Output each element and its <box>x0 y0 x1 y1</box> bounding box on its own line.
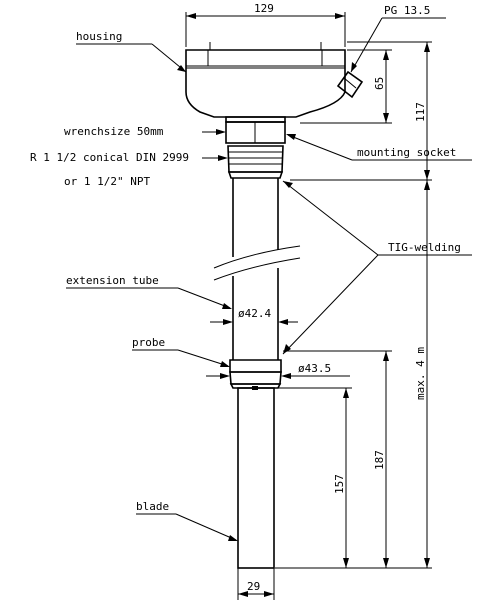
blade-shape <box>237 387 275 569</box>
dim-43-5-label: ø43.5 <box>298 362 331 375</box>
thread-label-line2: or 1 1/2" NPT <box>64 175 150 188</box>
wrench-callout: wrenchsize 50mm <box>64 125 226 138</box>
pg-label: PG 13.5 <box>384 4 430 17</box>
dim-42-4-label: ø42.4 <box>238 307 271 320</box>
dim-housing-height: 65 <box>300 49 392 124</box>
dim-65-label: 65 <box>373 77 386 90</box>
tig-welding-label: TIG-welding <box>388 241 461 254</box>
pg-callout: PG 13.5 <box>350 4 446 73</box>
dim-129-label: 129 <box>254 2 274 15</box>
dim-187-label: 187 <box>373 450 386 470</box>
dim-tube-diameter: ø42.4 <box>210 307 298 325</box>
extension-tube-shape <box>213 178 301 360</box>
blade-label: blade <box>136 500 169 513</box>
dim-max-length: max. 4 m <box>392 180 432 569</box>
thread-label-line1: R 1 1/2 conical DIN 2999 <box>30 151 189 164</box>
mounting-socket-shape <box>225 116 286 179</box>
housing-callout: housing <box>76 30 187 73</box>
probe-callout: probe <box>132 336 230 367</box>
extension-tube-callout: extension tube <box>66 274 232 309</box>
probe-shape <box>229 359 282 390</box>
mounting-socket-label: mounting socket <box>357 146 456 159</box>
blade-callout: blade <box>136 500 238 541</box>
housing-label: housing <box>76 30 122 43</box>
thread-callout: R 1 1/2 conical DIN 2999 or 1 1/2" NPT <box>30 151 228 188</box>
dim-blade-width: 29 <box>237 568 275 600</box>
dim-probe-diameter: ø43.5 <box>206 362 350 379</box>
cable-gland <box>336 70 364 99</box>
probe-label: probe <box>132 336 165 349</box>
dim-blade-length: 157 <box>275 387 352 569</box>
extension-tube-label: extension tube <box>66 274 159 287</box>
dim-29-label: 29 <box>247 580 260 593</box>
dim-to-socket: 117 <box>290 41 432 181</box>
housing-shape <box>185 42 346 118</box>
wrench-label: wrenchsize 50mm <box>64 125 164 138</box>
dim-housing-width: 129 <box>185 2 346 47</box>
tig-welding-callout: TIG-welding <box>282 180 472 355</box>
dim-probe-length: 187 <box>283 350 392 569</box>
dim-117-label: 117 <box>414 102 427 122</box>
mounting-socket-callout: mounting socket <box>286 134 472 161</box>
dim-157-label: 157 <box>333 474 346 494</box>
dim-max-4m-label: max. 4 m <box>414 347 427 400</box>
